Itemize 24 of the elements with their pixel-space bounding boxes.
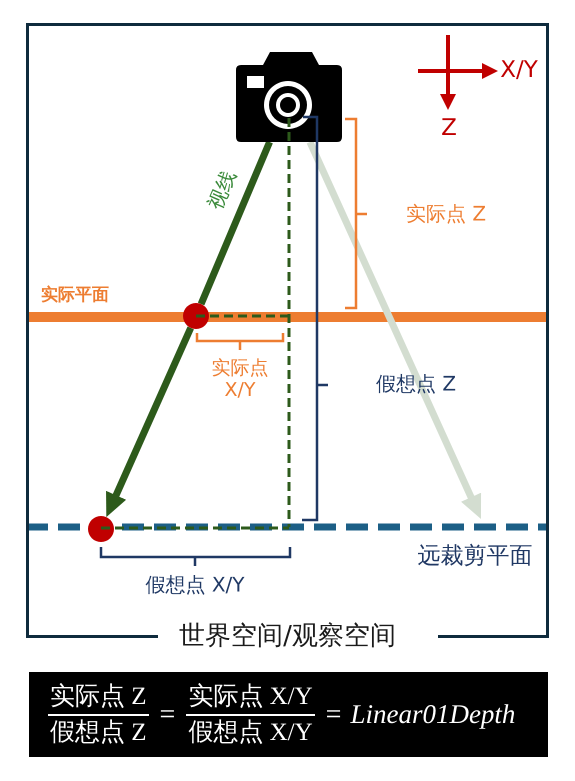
formula-operator: = — [326, 698, 342, 730]
plane-label: 远裁剪平面 — [418, 542, 532, 570]
axis-label: Z — [441, 114, 457, 142]
dimension-label: 实际点 X/Y — [210, 358, 270, 402]
formula-denominator: 假想点 Z — [49, 718, 148, 748]
formula-operator: = — [160, 698, 176, 730]
line — [198, 140, 273, 306]
arrow — [306, 140, 482, 520]
edge-label: 视线 — [203, 167, 241, 213]
dimension-label: 实际点 Z — [406, 202, 486, 226]
dimension-label: 假想点 Z — [376, 372, 456, 396]
arrow — [106, 326, 194, 518]
point-dot — [88, 516, 114, 542]
formula-numerator: 实际点 X/Y — [187, 682, 314, 712]
axis-label: X/Y — [500, 56, 538, 84]
formula-denominator: 假想点 X/Y — [187, 718, 314, 748]
point-dot — [183, 303, 209, 329]
frame-title: 世界空间/观察空间 — [179, 620, 396, 652]
formula-numerator: 实际点 Z — [49, 682, 148, 712]
plane-label: 实际平面 — [41, 286, 109, 306]
camera-icon — [233, 50, 345, 142]
formula-term: Linear01Depth — [350, 699, 516, 730]
dimension-label: 假想点 X/Y — [146, 574, 244, 596]
formula-panel — [29, 672, 548, 757]
